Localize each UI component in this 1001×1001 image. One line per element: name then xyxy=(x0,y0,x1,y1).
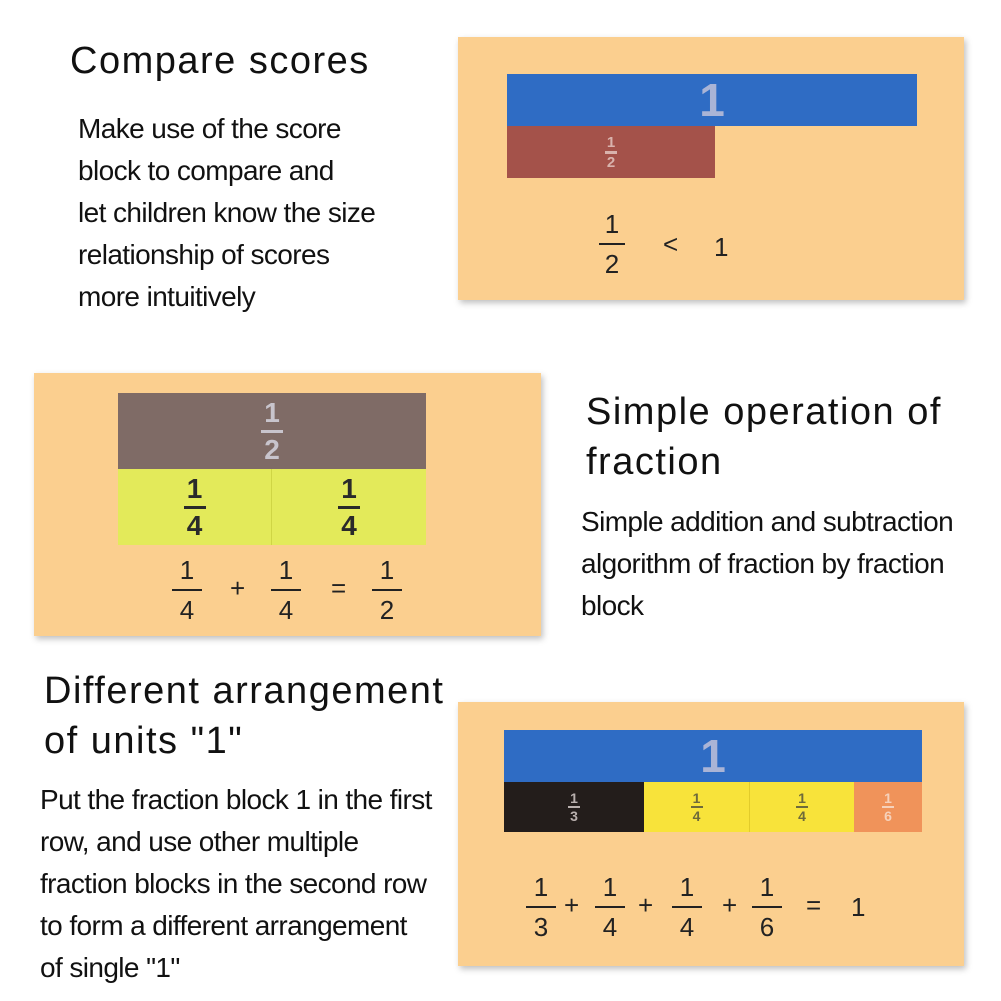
description-line: block to compare and xyxy=(78,155,334,186)
description-line: let children know the size xyxy=(78,197,376,228)
description-line: row, and use other multiple xyxy=(40,826,359,857)
description-line: relationship of scores xyxy=(78,239,330,270)
simple-operation-heading-line2: fraction xyxy=(586,441,723,483)
plus-symbol: + xyxy=(722,890,738,920)
sixth-label: 1 6 xyxy=(882,791,894,823)
arrangement-heading-line2: of units "1" xyxy=(44,720,244,762)
less-than-symbol: < xyxy=(663,229,679,259)
simple-operation-description: Simple addition and subtraction algorith… xyxy=(581,501,954,627)
quarter-label: 1 4 xyxy=(183,474,206,540)
description-line: Make use of the score xyxy=(78,113,341,144)
quarter-label: 1 4 xyxy=(338,474,360,540)
plus-symbol: + xyxy=(638,890,654,920)
half-block: 1 2 xyxy=(118,393,426,469)
third-block: 1 3 xyxy=(504,782,644,832)
quarter-block: 1 4 xyxy=(118,469,272,545)
compare-scores-description: Make use of the score block to compare a… xyxy=(78,108,376,318)
quarter-label: 1 4 xyxy=(690,791,703,823)
equation-fraction-c: 1 2 xyxy=(372,557,402,623)
arrangement-panel: 1 1 3 1 4 1 4 1 6 1 3 + 1 xyxy=(458,702,964,966)
quarter-label: 1 4 xyxy=(796,791,808,823)
quarter-block: 1 4 xyxy=(644,782,750,832)
equation-fraction-half: 1 2 xyxy=(599,211,625,277)
description-line: block xyxy=(581,590,644,621)
arrangement-description: Put the fraction block 1 in the first ro… xyxy=(40,779,432,989)
equation-fraction-a: 1 3 xyxy=(526,874,556,940)
whole-block: 1 xyxy=(504,730,922,782)
equation-rhs-one: 1 xyxy=(851,892,866,922)
quarter-block: 1 4 xyxy=(272,469,426,545)
description-line: of single "1" xyxy=(40,952,180,983)
third-label: 1 3 xyxy=(568,791,580,823)
whole-label: 1 xyxy=(699,74,725,126)
equation-fraction-b: 1 4 xyxy=(595,874,625,940)
equals-symbol: = xyxy=(806,890,822,920)
description-line: Simple addition and subtraction xyxy=(581,506,954,537)
simple-operation-heading-line1: Simple operation of xyxy=(586,391,942,433)
plus-symbol: + xyxy=(230,573,246,603)
equation-fraction-a: 1 4 xyxy=(172,557,202,623)
equation-fraction-c: 1 4 xyxy=(672,874,702,940)
sixth-block: 1 6 xyxy=(854,782,922,832)
quarter-block: 1 4 xyxy=(750,782,854,832)
plus-symbol: + xyxy=(564,890,580,920)
compare-scores-heading: Compare scores xyxy=(70,40,370,82)
whole-label: 1 xyxy=(700,730,726,782)
equation-rhs-one: 1 xyxy=(714,232,729,262)
description-line: to form a different arrangement xyxy=(40,910,407,941)
whole-block: 1 xyxy=(507,74,917,126)
compare-scores-panel: 1 1 2 1 2 < 1 xyxy=(458,37,964,300)
description-line: fraction blocks in the second row xyxy=(40,868,427,899)
half-block: 1 2 xyxy=(507,126,715,178)
equation-fraction-b: 1 4 xyxy=(271,557,301,623)
simple-operation-panel: 1 2 1 4 1 4 1 4 + 1 4 = 1 2 xyxy=(34,373,541,636)
description-line: algorithm of fraction by fraction xyxy=(581,548,945,579)
description-line: Put the fraction block 1 in the first xyxy=(40,784,432,815)
equals-symbol: = xyxy=(331,573,347,603)
half-label: 1 2 xyxy=(605,133,617,171)
description-line: more intuitively xyxy=(78,281,256,312)
half-label: 1 2 xyxy=(261,398,283,464)
arrangement-heading-line1: Different arrangement xyxy=(44,670,445,712)
equation-fraction-d: 1 6 xyxy=(752,874,782,940)
